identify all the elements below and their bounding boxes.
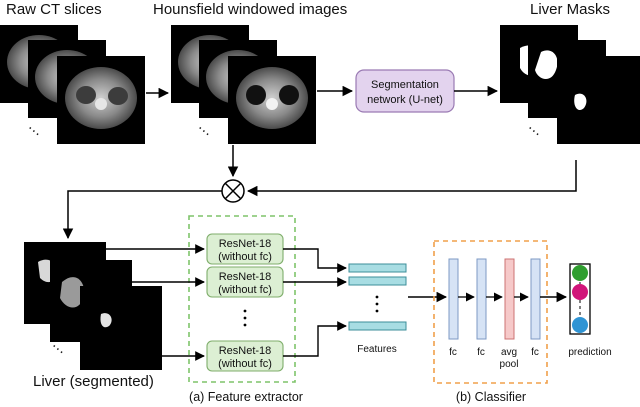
resnet-2-line1: ResNet-18: [219, 271, 272, 283]
raw-ct-stack: [0, 25, 145, 144]
seg-line1: Segmentation: [371, 79, 439, 91]
prediction-class-magenta: [572, 284, 588, 300]
liver-segmented-label: Liver (segmented): [33, 373, 154, 390]
feature-dots: [375, 295, 379, 313]
liver-segmented-stack: [24, 242, 162, 370]
feature-extractor-caption: (a) Feature extractor: [189, 390, 303, 404]
arrow-resnet-3-to-feature: [283, 321, 347, 357]
masks-ellipsis: …: [525, 117, 547, 140]
classifier-caption: (b) Classifier: [456, 390, 526, 404]
fc-label-1: fc: [449, 347, 457, 358]
prediction-class-blue: [572, 317, 588, 333]
liver-masks-label: Liver Masks: [530, 1, 610, 18]
resnet-3-line2: (without fc): [218, 358, 272, 370]
raw-ct-ellipsis: …: [25, 117, 47, 140]
segmentation-network-box: Segmentation network (U-net): [355, 69, 455, 113]
seg-line2: network (U-net): [367, 94, 443, 106]
prediction-class-green: [572, 265, 588, 281]
resnet-3-line1: ResNet-18: [219, 345, 272, 357]
resnet-block-1: ResNet-18 (without fc): [206, 233, 284, 265]
feature-extractor-box: [188, 215, 296, 383]
resnet-1-line2: (without fc): [218, 251, 272, 263]
pool-label: pool: [500, 359, 519, 370]
features-label: Features: [357, 344, 396, 355]
arrow-resnet-1-to-feature: [283, 248, 347, 273]
avg-label: avg: [501, 347, 517, 358]
raw-ct-label: Raw CT slices: [6, 1, 102, 18]
feature-vector-1: [348, 263, 407, 273]
fc-layer-2: [476, 258, 487, 340]
liver-masks-stack: [500, 25, 640, 144]
resnet-1-line1: ResNet-18: [219, 238, 272, 250]
fc-label-2: fc: [477, 347, 485, 358]
feature-vector-3: [348, 321, 407, 331]
avg-pool-layer: [504, 258, 515, 340]
classifier-box: [433, 240, 548, 384]
hounsfield-label: Hounsfield windowed images: [153, 1, 347, 18]
arrow-masks-to-multiply: [246, 160, 577, 197]
arrow-multiply-to-liver: [62, 190, 222, 240]
resnet-block-2: ResNet-18 (without fc): [206, 266, 284, 298]
feature-vector-2: [348, 276, 407, 286]
resnet-dots: [243, 309, 247, 327]
fc-layer-3: [530, 258, 541, 340]
resnet-2-line2: (without fc): [218, 284, 272, 296]
prediction-vector: [569, 263, 591, 335]
prediction-label: prediction: [568, 347, 611, 358]
fc-label-3: fc: [531, 347, 539, 358]
resnet-block-3: ResNet-18 (without fc): [206, 340, 284, 372]
fc-layer-1: [448, 258, 459, 340]
multiply-icon: [221, 179, 245, 203]
hounsfield-stack: [171, 25, 316, 144]
hounsfield-ellipsis: …: [195, 117, 217, 140]
